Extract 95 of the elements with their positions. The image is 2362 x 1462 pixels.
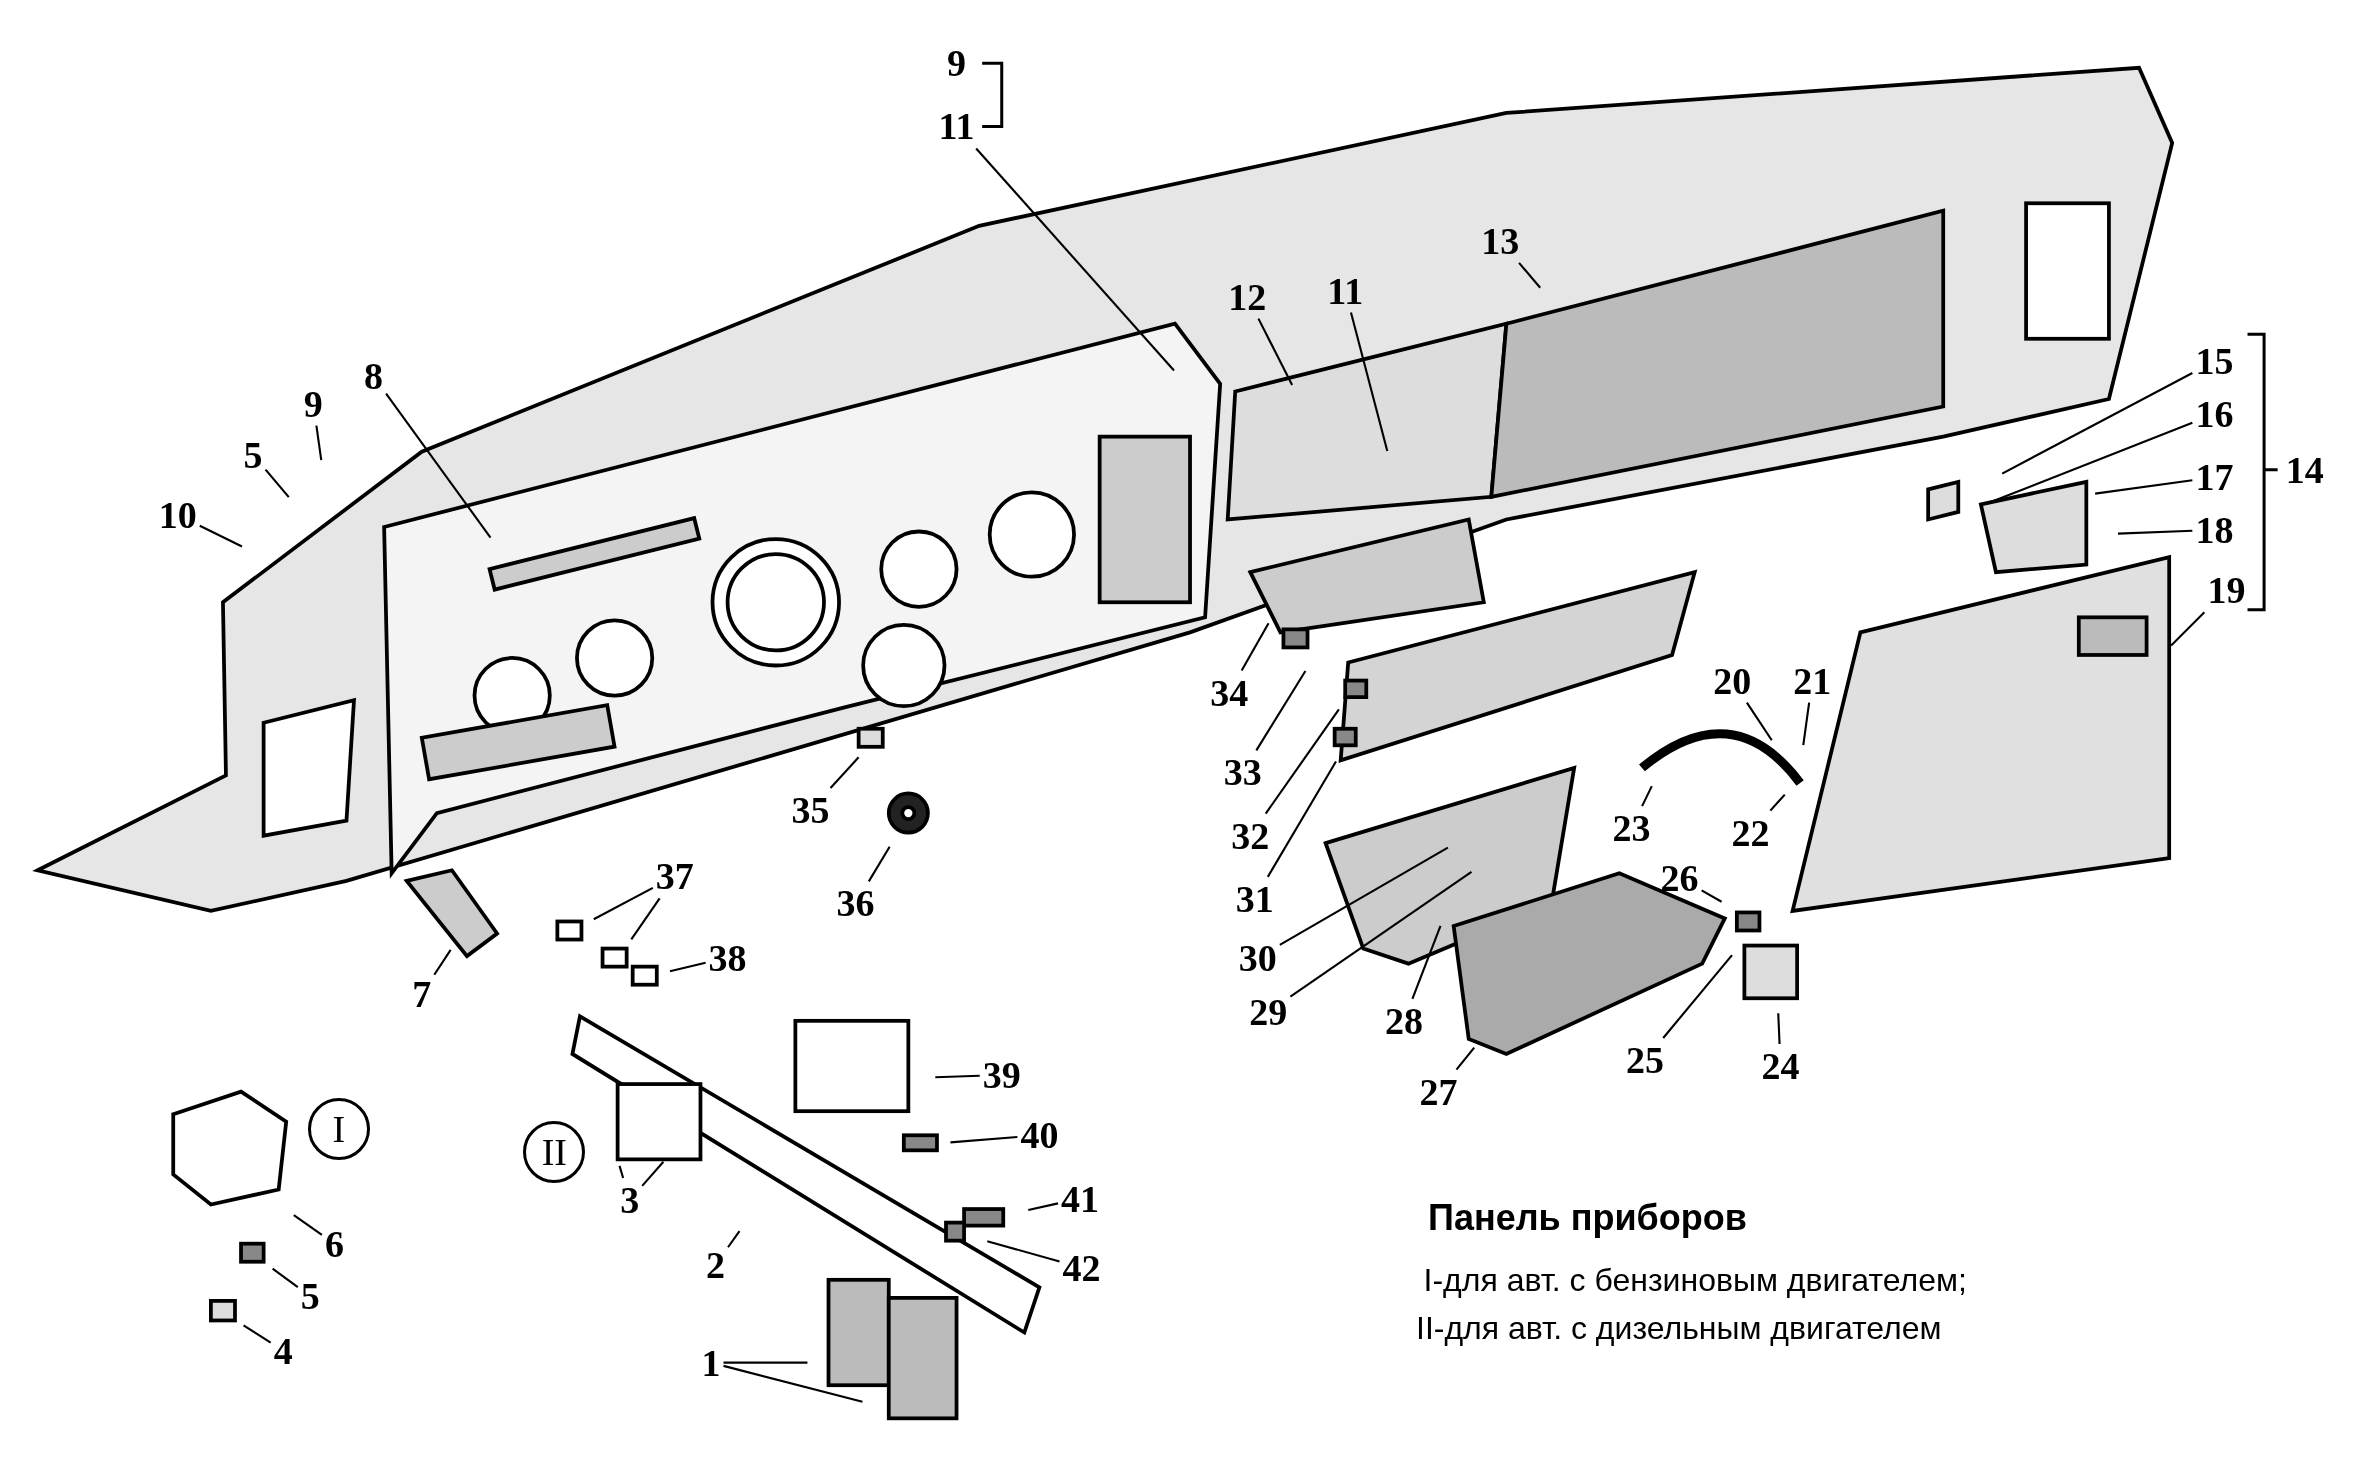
leader-line — [1240, 622, 1270, 672]
leader-line — [1641, 785, 1653, 807]
leader-line — [199, 524, 243, 548]
title: Панель приборов — [1428, 1197, 1747, 1239]
callout-number: 25 — [1625, 1041, 1664, 1079]
callout-number: 2 — [706, 1245, 725, 1284]
callout-number: 9 — [303, 384, 323, 423]
callout-number: 28 — [1384, 1001, 1423, 1040]
callout-number: 32 — [1231, 816, 1270, 855]
callout-number: 41 — [1061, 1179, 1100, 1218]
leader-line — [1769, 793, 1786, 812]
leader-line — [593, 887, 654, 921]
leader-line — [1701, 889, 1723, 903]
callout-number: 31 — [1235, 879, 1274, 918]
callout-number: 5 — [300, 1277, 320, 1316]
callout-number: 1 — [701, 1343, 721, 1382]
circled-numeral: II — [523, 1120, 586, 1183]
circled-numeral: I — [307, 1098, 370, 1161]
leader-line — [1257, 318, 1294, 386]
leader-line — [2170, 611, 2206, 647]
leader-line — [1777, 1013, 1781, 1045]
leader-line — [315, 425, 323, 461]
leader-line — [1411, 925, 1442, 1000]
callout-number: 23 — [1612, 809, 1651, 848]
callout-number: 16 — [2195, 395, 2234, 434]
callout-number: 18 — [2195, 511, 2234, 549]
callout-number: 10 — [158, 495, 197, 534]
leader-line — [935, 1074, 980, 1079]
leader-line — [1455, 1047, 1476, 1071]
leader-line — [2001, 372, 2193, 475]
callout-number: 38 — [708, 938, 747, 977]
callout-number: 29 — [1249, 992, 1288, 1031]
callout-number: 42 — [1062, 1248, 1101, 1287]
callout-number: 14 — [2285, 450, 2324, 489]
leader-line — [975, 147, 1175, 372]
leader-line — [987, 1240, 1060, 1263]
callout-number: 6 — [324, 1224, 344, 1263]
leader-line — [1279, 846, 1449, 946]
callout-number: 30 — [1238, 938, 1277, 977]
leader-line — [1746, 701, 1773, 741]
callout-number: 22 — [1731, 813, 1770, 852]
callout-number: 20 — [1713, 661, 1752, 700]
callout-number: 8 — [364, 357, 384, 396]
leader-line — [1518, 262, 1541, 289]
leader-line — [630, 897, 661, 940]
leader-line — [243, 1324, 272, 1344]
leader-line — [618, 1165, 625, 1179]
callout-number: 11 — [1327, 271, 1364, 310]
leader-line — [2117, 529, 2193, 535]
leader-line — [867, 846, 891, 882]
leader-line — [1802, 702, 1811, 746]
leader-line — [1349, 312, 1389, 452]
callout-number: 15 — [2195, 342, 2234, 381]
leader-line — [385, 393, 492, 539]
callout-number: 24 — [1761, 1047, 1800, 1085]
callout-number: 37 — [655, 857, 694, 896]
leader-line — [1662, 954, 1733, 1039]
callout-number: 17 — [2195, 458, 2234, 497]
leader-line — [727, 1230, 741, 1248]
callout-number: 3 — [620, 1181, 640, 1219]
callout-number: 36 — [836, 884, 875, 923]
leader-line — [1289, 871, 1473, 998]
leader-line — [1264, 708, 1340, 815]
leader-line — [641, 1161, 665, 1187]
leader-line — [950, 1135, 1018, 1144]
callout-number: 34 — [1210, 673, 1249, 712]
callout-number: 40 — [1020, 1116, 1059, 1155]
note-text: I-для авт. с бензиновым двигателем; — [1423, 1261, 1967, 1299]
leader-line — [723, 1364, 863, 1403]
callout-number: 9 — [947, 44, 967, 83]
callout-number: 4 — [273, 1331, 293, 1370]
leader-line — [669, 961, 706, 973]
leader-line — [1255, 670, 1307, 751]
callout-number: 7 — [412, 974, 432, 1013]
leader-line — [1028, 1202, 1059, 1212]
callout-number: 26 — [1660, 858, 1699, 897]
callout-number: 11 — [938, 107, 975, 146]
leader-line — [293, 1214, 323, 1236]
leader-line — [2095, 479, 2193, 495]
leader-line — [723, 1361, 808, 1364]
leader-line — [433, 949, 452, 976]
leader-line — [829, 756, 860, 789]
callout-number: 33 — [1223, 753, 1262, 792]
callout-number: 13 — [1481, 221, 1520, 260]
leader-line — [264, 468, 290, 498]
callout-number: 35 — [791, 791, 830, 830]
note-text: II-для авт. с дизельным двигателем — [1416, 1309, 1942, 1347]
leader-line — [1266, 761, 1337, 878]
leader-line — [272, 1267, 299, 1289]
callout-number: 12 — [1228, 277, 1267, 316]
callout-number: 21 — [1793, 661, 1832, 700]
callout-number: 19 — [2207, 571, 2246, 610]
callout-number: 5 — [243, 435, 263, 474]
callout-number: 27 — [1419, 1072, 1458, 1111]
callout-number: 39 — [982, 1056, 1021, 1095]
